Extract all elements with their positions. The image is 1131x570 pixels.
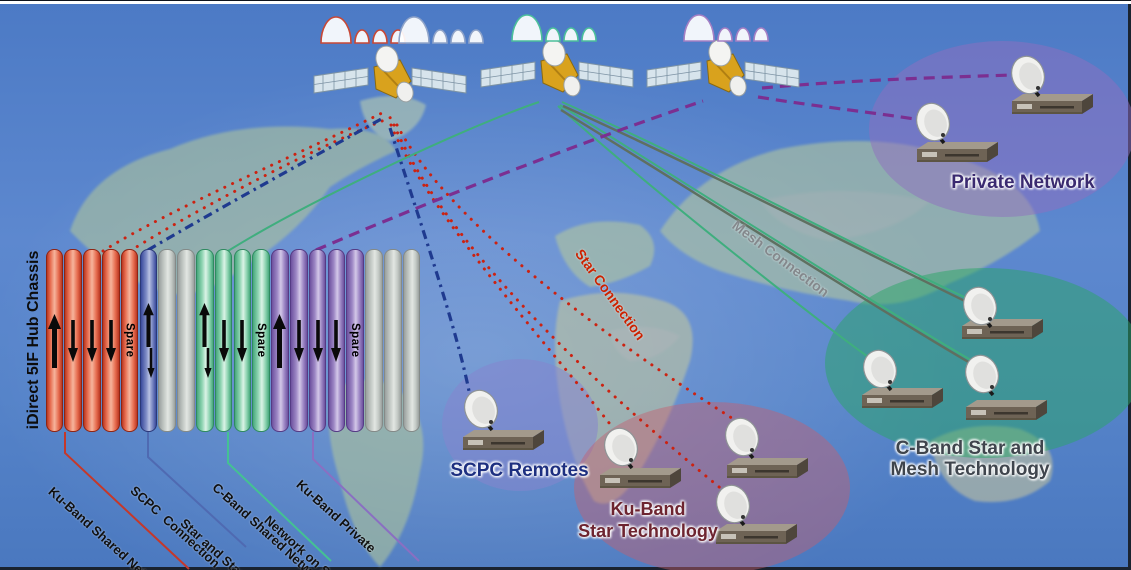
chassis-slot bbox=[101, 249, 120, 432]
up-arrow-icon bbox=[47, 313, 61, 368]
group-label-line: Ku-Band bbox=[610, 499, 686, 519]
group-label-line: C-Band Star and bbox=[895, 438, 1045, 459]
up-arrow-icon bbox=[273, 313, 287, 368]
group-label-line: Mesh Technology bbox=[890, 459, 1050, 480]
spare-label: Spare bbox=[255, 323, 268, 358]
group-label-line: Private Network bbox=[951, 172, 1095, 193]
spectrum-ku-private-purple-icon bbox=[683, 14, 769, 42]
chassis-slot-empty bbox=[177, 249, 195, 432]
modem-icon bbox=[600, 468, 681, 488]
scpc-remotes-label: SCPC Remotes bbox=[432, 460, 607, 482]
satellite-icon bbox=[480, 36, 634, 99]
up-arrow-icon bbox=[143, 303, 154, 347]
chassis-slot bbox=[214, 249, 233, 432]
group-label-line: SCPC Remotes bbox=[450, 460, 589, 481]
green-star-connections bbox=[227, 101, 977, 364]
down-arrow-icon bbox=[204, 348, 212, 378]
down-arrow-icon bbox=[237, 319, 248, 362]
chassis-slot bbox=[327, 249, 346, 432]
modem-icon bbox=[862, 388, 943, 408]
c-band-star-mesh-label: C-Band Star and Mesh Technology bbox=[876, 438, 1064, 480]
red-dotted-connections bbox=[101, 110, 740, 493]
chassis-slot-empty bbox=[158, 249, 176, 432]
down-arrow-icon bbox=[105, 319, 116, 362]
down-arrow-icon bbox=[86, 319, 97, 362]
private-network-label: Private Network bbox=[928, 172, 1118, 194]
chassis-slot bbox=[308, 249, 327, 432]
hub-chassis: Spare Spare Spare bbox=[45, 249, 421, 432]
spectrum-c-band-green-icon bbox=[511, 14, 597, 42]
down-arrow-icon bbox=[68, 319, 79, 362]
chassis-slot bbox=[83, 249, 101, 432]
spectrum-ku-shared-white-icon bbox=[398, 16, 484, 44]
chassis-slot bbox=[271, 249, 289, 432]
mesh-connections bbox=[560, 104, 980, 370]
purple-dashed-connections bbox=[315, 73, 1014, 252]
modem-icon bbox=[917, 142, 998, 162]
chassis-slot bbox=[64, 249, 82, 432]
chassis-slot-spare: Spare bbox=[346, 249, 364, 432]
modem-icon bbox=[727, 458, 808, 478]
down-arrow-icon bbox=[331, 319, 342, 362]
private-zone bbox=[869, 41, 1131, 217]
ku-band-star-technology-label: Ku-Band Star Technology bbox=[558, 498, 738, 542]
satellite-icon bbox=[646, 36, 800, 99]
down-arrow-icon bbox=[147, 348, 155, 378]
chassis-slot bbox=[45, 249, 64, 432]
chassis-slot bbox=[233, 249, 252, 432]
modem-icon bbox=[966, 400, 1047, 420]
chassis-slot-spare: Spare bbox=[252, 249, 270, 432]
chassis-slot bbox=[195, 249, 214, 432]
chassis-slot-empty bbox=[383, 249, 402, 432]
blue-dashdot-connections bbox=[147, 116, 471, 392]
chassis-slot bbox=[139, 249, 158, 432]
down-arrow-icon bbox=[312, 319, 323, 362]
satellite-icon bbox=[313, 42, 467, 105]
modem-icon bbox=[463, 430, 544, 450]
modem-icon bbox=[1012, 94, 1093, 114]
chassis-slot-empty bbox=[365, 249, 383, 432]
down-arrow-icon bbox=[218, 319, 229, 362]
spare-label: Spare bbox=[349, 323, 362, 358]
up-arrow-icon bbox=[199, 303, 211, 347]
group-label-line: Star Technology bbox=[578, 521, 718, 541]
callout-lines bbox=[64, 432, 420, 570]
chassis-slot-spare: Spare bbox=[120, 249, 139, 432]
chassis-slot bbox=[289, 249, 308, 432]
chassis-slot-empty bbox=[402, 249, 421, 432]
down-arrow-icon bbox=[293, 319, 304, 362]
spare-label: Spare bbox=[123, 323, 136, 358]
spectrum-ku-shared-red-icon bbox=[320, 16, 406, 44]
chassis-title: iDirect 5IF Hub Chassis bbox=[25, 250, 42, 430]
